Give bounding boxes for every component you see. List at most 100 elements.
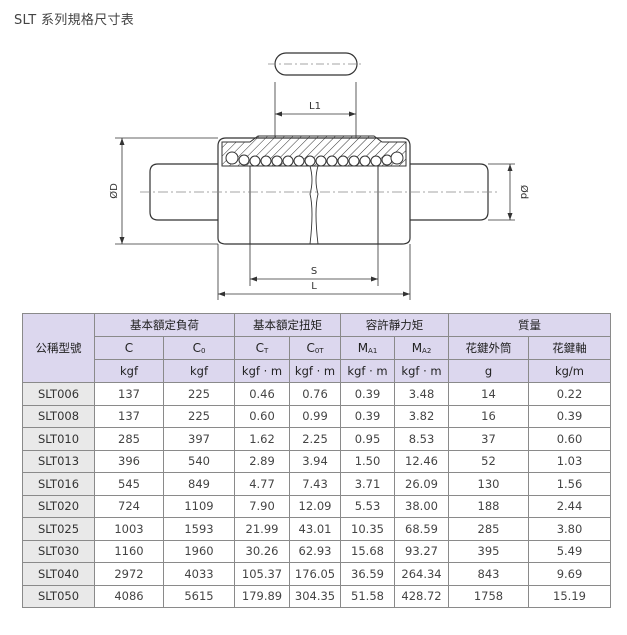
value-cell: 545 [94, 472, 164, 496]
value-cell: 1160 [94, 539, 164, 563]
value-cell: 285 [448, 517, 529, 541]
value-cell: 176.05 [289, 562, 341, 586]
value-cell: 1.50 [340, 449, 395, 473]
group-header-load: 基本額定負荷 [94, 313, 235, 337]
value-cell: 188 [448, 494, 529, 518]
symbol-c0: C0 [163, 336, 235, 360]
value-cell: 5615 [163, 584, 235, 608]
header-row-groups: 公稱型號 基本額定負荷 基本額定扭矩 容許靜力矩 質量 [22, 313, 611, 383]
model-cell: SLT013 [22, 449, 95, 473]
value-cell: 0.22 [528, 382, 611, 406]
group-header-mass: 質量 [448, 313, 611, 337]
value-cell: 16 [448, 404, 529, 428]
value-cell: 14 [448, 382, 529, 406]
page-title: SLT 系列規格尺寸表 [14, 13, 135, 28]
model-cell: SLT040 [22, 562, 95, 586]
value-cell: 428.72 [394, 584, 449, 608]
unit-cell: kgf · m [340, 359, 395, 383]
value-cell: 3.94 [289, 449, 341, 473]
value-cell: 37 [448, 427, 529, 451]
value-cell: 1758 [448, 584, 529, 608]
value-cell: 285 [94, 427, 164, 451]
header-row-units: kgf kgf kgf · m kgf · m kgf · m kgf · m … [23, 359, 611, 383]
value-cell: 225 [163, 404, 235, 428]
unit-cell: kgf · m [394, 359, 449, 383]
model-cell: SLT006 [22, 382, 95, 406]
value-cell: 395 [448, 539, 529, 563]
value-cell: 1.03 [528, 449, 611, 473]
value-cell: 7.43 [289, 472, 341, 496]
value-cell: 12.09 [289, 494, 341, 518]
spec-table: 公稱型號 基本額定負荷 基本額定扭矩 容許靜力矩 質量 C C0 CT C0T … [22, 313, 611, 608]
value-cell: 0.60 [234, 404, 290, 428]
value-cell: 0.46 [234, 382, 290, 406]
value-cell: 30.26 [234, 539, 290, 563]
value-cell: 0.76 [289, 382, 341, 406]
dim-label-l: L [311, 281, 317, 292]
table-row: SLT050 4086 5615 179.89 304.35 51.58 428… [22, 584, 611, 608]
spec-table-body: SLT006 137 225 0.46 0.76 0.39 3.48 14 0.… [22, 382, 611, 608]
value-cell: 3.48 [394, 382, 449, 406]
table-row: SLT040 2972 4033 105.37 176.05 36.59 264… [22, 562, 611, 586]
value-cell: 130 [448, 472, 529, 496]
symbol-mass-shaft: 花鍵軸 [528, 336, 611, 360]
group-header-moment: 容許靜力矩 [340, 313, 449, 337]
table-row: SLT020 724 1109 7.90 12.09 5.53 38.00 18… [22, 494, 611, 518]
unit-cell: kgf [94, 359, 164, 383]
value-cell: 397 [163, 427, 235, 451]
group-header-torque: 基本額定扭矩 [234, 313, 341, 337]
value-cell: 540 [163, 449, 235, 473]
value-cell: 1109 [163, 494, 235, 518]
value-cell: 137 [94, 382, 164, 406]
value-cell: 43.01 [289, 517, 341, 541]
value-cell: 93.27 [394, 539, 449, 563]
model-cell: SLT010 [22, 427, 95, 451]
value-cell: 396 [94, 449, 164, 473]
value-cell: 0.60 [528, 427, 611, 451]
model-cell: SLT030 [22, 539, 95, 563]
value-cell: 38.00 [394, 494, 449, 518]
value-cell: 0.39 [528, 404, 611, 428]
table-row: SLT010 285 397 1.62 2.25 0.95 8.53 37 0.… [22, 427, 611, 451]
symbol-ma2: MA2 [394, 336, 449, 360]
value-cell: 1593 [163, 517, 235, 541]
model-cell: SLT050 [22, 584, 95, 608]
dim-label-l1: L1 [309, 101, 321, 112]
value-cell: 2972 [94, 562, 164, 586]
table-row: SLT025 1003 1593 21.99 43.01 10.35 68.59… [22, 517, 611, 541]
value-cell: 68.59 [394, 517, 449, 541]
value-cell: 4033 [163, 562, 235, 586]
value-cell: 0.39 [340, 382, 395, 406]
value-cell: 36.59 [340, 562, 395, 586]
model-cell: SLT016 [22, 472, 95, 496]
ball-row [225, 151, 404, 167]
value-cell: 62.93 [289, 539, 341, 563]
table-row: SLT008 137 225 0.60 0.99 0.39 3.82 16 0.… [22, 404, 611, 428]
value-cell: 1960 [163, 539, 235, 563]
value-cell: 21.99 [234, 517, 290, 541]
value-cell: 4.77 [234, 472, 290, 496]
value-cell: 3.80 [528, 517, 611, 541]
dim-label-d-shaft: Ød [518, 185, 530, 199]
unit-cell: kg/m [528, 359, 611, 383]
unit-cell: kgf · m [234, 359, 290, 383]
value-cell: 0.95 [340, 427, 395, 451]
value-cell: 5.53 [340, 494, 395, 518]
value-cell: 15.68 [340, 539, 395, 563]
symbol-ma1: MA1 [340, 336, 395, 360]
value-cell: 7.90 [234, 494, 290, 518]
table-row: SLT016 545 849 4.77 7.43 3.71 26.09 130 … [22, 472, 611, 496]
value-cell: 0.99 [289, 404, 341, 428]
value-cell: 225 [163, 382, 235, 406]
dim-label-s: S [311, 266, 317, 277]
table-row: SLT030 1160 1960 30.26 62.93 15.68 93.27… [22, 539, 611, 563]
value-cell: 1.56 [528, 472, 611, 496]
value-cell: 2.44 [528, 494, 611, 518]
value-cell: 3.82 [394, 404, 449, 428]
value-cell: 724 [94, 494, 164, 518]
value-cell: 9.69 [528, 562, 611, 586]
value-cell: 137 [94, 404, 164, 428]
value-cell: 4086 [94, 584, 164, 608]
symbol-mass-outer: 花鍵外筒 [448, 336, 529, 360]
value-cell: 843 [448, 562, 529, 586]
